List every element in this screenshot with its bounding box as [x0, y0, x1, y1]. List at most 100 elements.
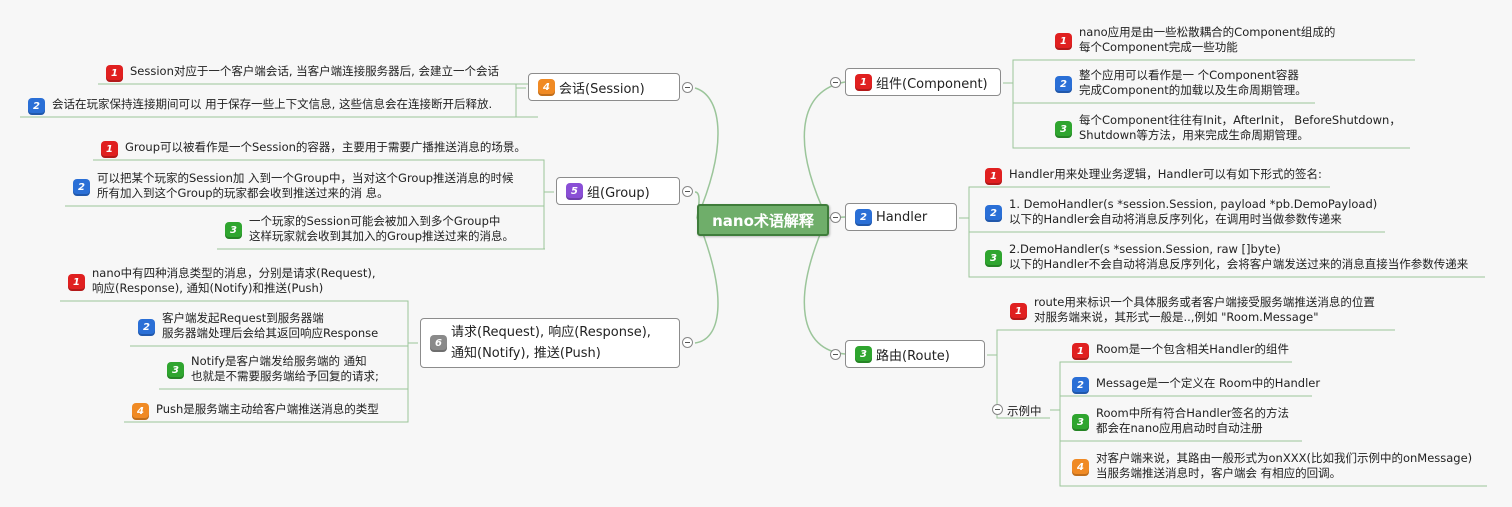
subtopic-line: Handler用来处理业务逻辑，Handler可以有如下形式的签名:: [1009, 167, 1322, 181]
topic-label: 请求(Request), 响应(Response), 通知(Notify), 推…: [451, 325, 651, 361]
subtopic[interactable]: 3 Room中所有符合Handler签名的方法都会在nano应用启动时自动注册: [1072, 406, 1302, 442]
topic-label: 路由(Route): [876, 348, 950, 364]
connector-line: [1003, 82, 1047, 149]
topic-group[interactable]: 5 组(Group): [556, 177, 680, 205]
subtopic[interactable]: 1 Group可以被看作是一个Session的容器，主要用于需要广播推送消息的场景…: [101, 140, 531, 161]
topic-messages[interactable]: 6 请求(Request), 响应(Response), 通知(Notify),…: [420, 318, 680, 368]
subtopic-line: 对客户端来说，其路由一般形式为onXXX(比如我们示例中的onMessage): [1096, 451, 1473, 465]
priority-1-icon: 1: [1010, 303, 1027, 320]
subtopic-text: 对客户端来说，其路由一般形式为onXXX(比如我们示例中的onMessage)当…: [1096, 451, 1472, 481]
connector-line: [1003, 82, 1047, 104]
connector-line: [959, 186, 977, 219]
topic-handler[interactable]: 2 Handler: [845, 203, 957, 231]
priority-2-icon: 2: [28, 97, 45, 115]
subtopic-line: Room是一个包含相关Handler的组件: [1096, 342, 1290, 356]
connector-line: [402, 342, 418, 390]
priority-1-icon: 1: [101, 140, 118, 158]
collapse-icon[interactable]: [830, 349, 841, 360]
subtopic-text: Push是服务端主动给客户端推送消息的类型: [156, 402, 379, 417]
connector-line: [403, 300, 418, 344]
subtopic-line: 每个Component往往有Init，AfterInit， BeforeShut…: [1079, 113, 1401, 127]
subtopic-line: Push是服务端主动给客户端推送消息的类型: [156, 402, 379, 416]
subtopic-text: 每个Component往往有Init，AfterInit， BeforeShut…: [1079, 113, 1401, 143]
subtopic-text: Notify是客户端发给服务端的 通知也就是不需要服务端给予回复的请求;: [191, 354, 379, 384]
connector-line: [959, 217, 977, 233]
subtopic[interactable]: 2 会话在玩家保持连接期间可以 用于保存一些上下文信息, 这些信息会在连接断开后释…: [28, 97, 538, 118]
connector-line: [1050, 395, 1064, 411]
collapse-icon[interactable]: [682, 82, 693, 93]
subtopic-text: 2.DemoHandler(s *session.Session, raw []…: [1009, 242, 1468, 272]
topic-route[interactable]: 3 路由(Route): [845, 340, 985, 368]
subtopic-text: 会话在玩家保持连接期间可以 用于保存一些上下文信息, 这些信息会在连接断开后释放…: [52, 97, 492, 112]
subtopic-text: Room是一个包含相关Handler的组件: [1096, 342, 1289, 357]
connector-line: [1050, 409, 1064, 442]
collapse-icon[interactable]: [830, 77, 841, 88]
priority-1-icon: 1: [1072, 342, 1089, 360]
priority-3-icon: 3: [1072, 414, 1089, 431]
subtopic[interactable]: 4 Push是服务端主动给客户端推送消息的类型: [132, 402, 402, 423]
priority-3-icon: 3: [855, 346, 872, 363]
subtopic-line: 一个玩家的Session可能会被加入到多个Group中: [249, 214, 501, 228]
central-topic[interactable]: nano术语解释: [697, 204, 829, 236]
subtopic-text: 整个应用可以看作是一 个Component容器完成Component的加载以及生…: [1079, 68, 1307, 98]
collapse-icon[interactable]: [830, 212, 841, 223]
example-label: 示例中: [1007, 404, 1042, 418]
topic-component[interactable]: 1 组件(Component): [845, 68, 1001, 96]
subtopic-text: nano应用是由一些松散耦合的Component组成的每个Component完成…: [1079, 25, 1335, 55]
topic-label: 会话(Session): [559, 81, 645, 97]
subtopic-line: Group可以被看作是一个Session的容器，主要用于需要广播推送消息的场景。: [125, 140, 526, 154]
priority-1-icon: 1: [985, 167, 1002, 185]
topic-session[interactable]: 4 会话(Session): [528, 73, 680, 101]
collapse-icon[interactable]: [992, 404, 1003, 415]
subtopic-line: 当服务端推送消息时，客户端会 有相应的回调。: [1096, 466, 1342, 480]
subtopic-line: 都会在nano应用启动时自动注册: [1096, 421, 1263, 435]
subtopic-line: 以下的Handler会自动将消息反序列化，在调用时当做参数传递来: [1009, 212, 1342, 226]
priority-4-icon: 4: [132, 402, 149, 420]
subtopic[interactable]: 3 每个Component往往有Init，AfterInit， BeforeShu…: [1055, 113, 1410, 149]
subtopic[interactable]: 1 route用来标识一个具体服务或者客户端接受服务端推送消息的位置对服务端来说，…: [1010, 295, 1395, 331]
subtopic-text: Room中所有符合Handler签名的方法都会在nano应用启动时自动注册: [1096, 406, 1289, 436]
collapse-icon[interactable]: [682, 337, 693, 348]
connector-line: [1050, 361, 1064, 411]
subtopic-text: 可以把某个玩家的Session加 入到一个Group中，当对这个Group推送消…: [97, 171, 514, 201]
connector-line: [543, 191, 554, 207]
subtopic-text: 一个玩家的Session可能会被加入到多个Group中这样玩家就会收到其加入的G…: [249, 214, 514, 244]
priority-5-icon: 5: [566, 183, 583, 200]
subtopic-line: route用来标识一个具体服务或者客户端接受服务端推送消息的位置: [1034, 295, 1375, 309]
subtopic-line: 整个应用可以看作是一 个Component容器: [1079, 68, 1299, 82]
subtopic-line: Shutdown等方法，用来完成生命周期管理。: [1079, 128, 1309, 142]
priority-3-icon: 3: [1055, 121, 1072, 138]
subtopic-text: Message是一个定义在 Room中的Handler: [1096, 376, 1320, 391]
subtopic-text: Session对应于一个客户端会话, 当客户端连接服务器后, 会建立一个会话: [130, 64, 499, 79]
connector-line: [694, 217, 719, 344]
connector-line: [402, 342, 418, 423]
subtopic-text: nano中有四种消息类型的消息，分别是请求(Request),响应(Respon…: [92, 266, 376, 296]
subtopic-line: 所有加入到这个Group的玩家都会收到推送过来的消 息。: [97, 186, 389, 200]
subtopic-text: route用来标识一个具体服务或者客户端接受服务端推送消息的位置对服务端来说，其…: [1034, 295, 1375, 325]
subtopic-line: 以下的Handler不会自动将消息反序列化，会将客户端发送过来的消息直接当作参数…: [1009, 257, 1469, 271]
subtopic-line: 服务器端处理后会给其返回响应Response: [162, 326, 379, 340]
topic-label: 组件(Component): [876, 76, 988, 92]
connector-line: [1003, 59, 1047, 84]
subtopic-line: 1. DemoHandler(s *session.Session, paylo…: [1009, 197, 1378, 211]
subtopic[interactable]: 1 Room是一个包含相关Handler的组件: [1072, 342, 1292, 363]
collapse-icon[interactable]: [682, 186, 693, 197]
subtopic-line: 响应(Response), 通知(Notify)和推送(Push): [92, 281, 324, 295]
subtopic[interactable]: 2 整个应用可以看作是一 个Component容器完成Component的加载以及…: [1055, 68, 1315, 104]
connector-line: [543, 191, 554, 250]
subtopic[interactable]: 1 Handler用来处理业务逻辑，Handler可以有如下形式的签名:: [985, 167, 1330, 188]
topic-label: Handler: [876, 209, 928, 225]
priority-2-icon: 2: [1055, 76, 1072, 93]
